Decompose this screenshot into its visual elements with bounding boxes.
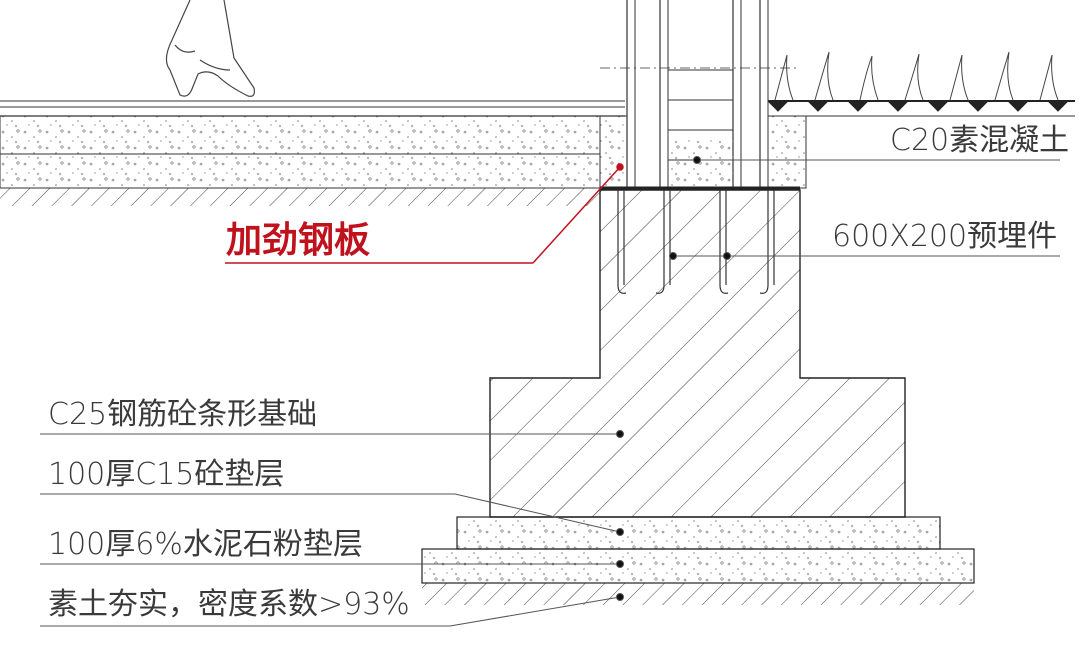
leader-lines	[40, 156, 1060, 627]
label-compacted-soil: 素土夯实，密度系数>93%	[48, 587, 410, 622]
cushion-layers	[421, 516, 975, 605]
anchor-bolts	[617, 190, 775, 294]
label-c20-concrete: C20素混凝土	[890, 123, 1069, 158]
paving-layers	[0, 100, 625, 206]
label-c15-cushion: 100厚C15砼垫层	[48, 457, 284, 492]
label-cement-stone-cushion: 100厚6%水泥石粉垫层	[48, 527, 363, 562]
foot-sketch-icon	[165, 0, 255, 97]
label-c25-foundation: C25钢筋砼条形基础	[48, 397, 317, 432]
stiffener-leader	[225, 163, 624, 264]
c20-concrete-block	[599, 115, 800, 190]
label-embedded-part: 600X200预埋件	[832, 219, 1057, 254]
label-stiffener-plate: 加劲钢板	[226, 220, 370, 261]
grass-surface	[767, 51, 1075, 189]
